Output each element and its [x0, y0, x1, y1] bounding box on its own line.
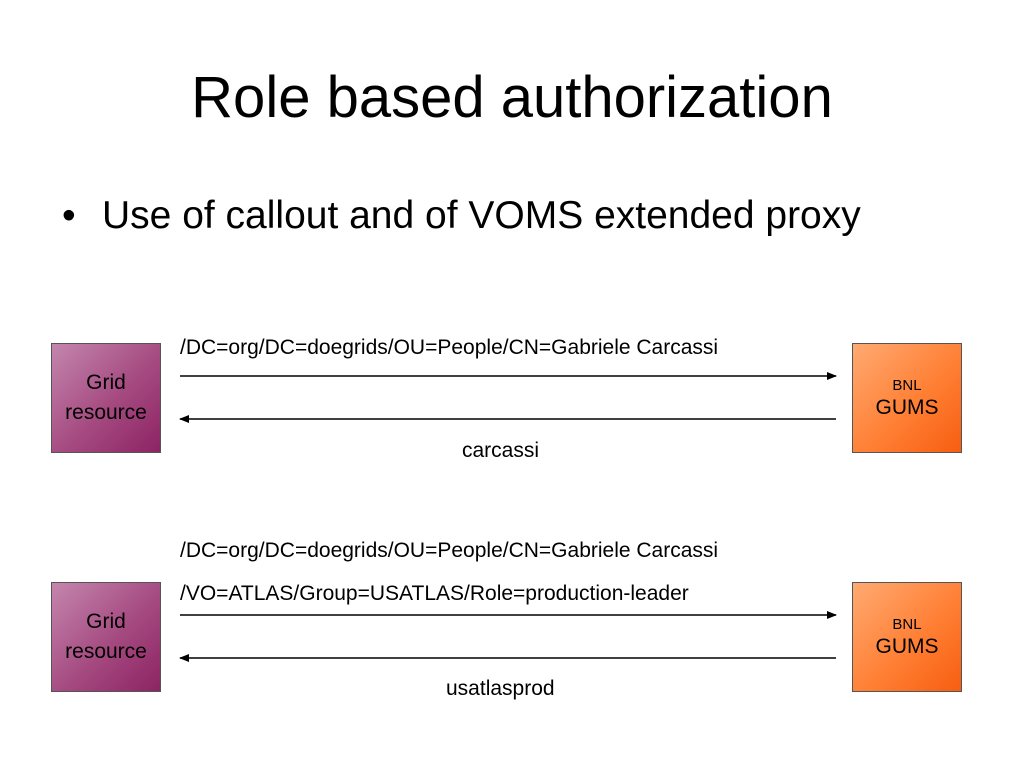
- grid-box-line2: resource: [65, 640, 147, 663]
- diagram2-request-label-1: /DC=org/DC=doegrids/OU=People/CN=Gabriel…: [180, 539, 719, 562]
- gums-box-line1: BNL: [892, 376, 922, 394]
- grid-box-line1: Grid: [86, 610, 126, 633]
- diagram1-bnl-gums-box: BNL GUMS: [852, 343, 962, 453]
- diagram2-bnl-gums-box: BNL GUMS: [852, 582, 962, 692]
- bullet-marker: •: [62, 194, 76, 237]
- grid-box-line1: Grid: [86, 371, 126, 394]
- diagram2-request-label-2: /VO=ATLAS/Group=USATLAS/Role=production-…: [180, 582, 689, 605]
- gums-box-line2: GUMS: [875, 395, 939, 419]
- diagram2-grid-resource-box: Grid resource: [51, 582, 161, 692]
- diagram1-grid-resource-box: Grid resource: [51, 343, 161, 453]
- diagram1-request-label: /DC=org/DC=doegrids/OU=People/CN=Gabriel…: [180, 336, 719, 359]
- slide-title: Role based authorization: [191, 65, 833, 130]
- gums-box-line2: GUMS: [875, 634, 939, 658]
- grid-box-line2: resource: [65, 401, 147, 424]
- diagram2-response-label: usatlasprod: [446, 677, 555, 700]
- bullet-text: Use of callout and of VOMS extended prox…: [102, 194, 861, 237]
- diagram1-response-label: carcassi: [462, 439, 540, 462]
- gums-box-line1: BNL: [892, 615, 922, 633]
